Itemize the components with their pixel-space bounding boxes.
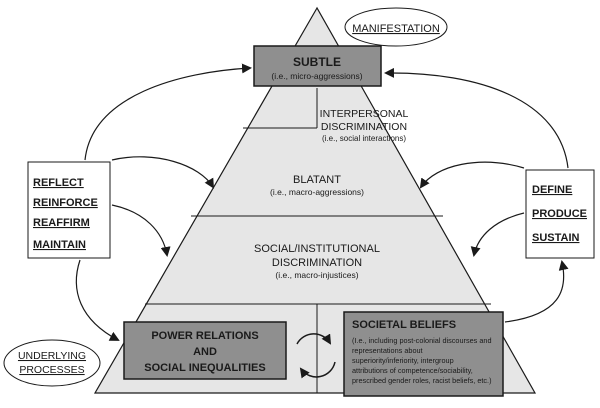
interpersonal-subtitle: (i.e., social interactions) [322,134,406,143]
left-process-item: REINFORCE [33,197,98,209]
societal-beliefs-text: representations about [352,346,423,355]
arrow-right-to-subtle [384,67,569,169]
arrow-right-to-social [470,212,525,257]
blatant-title: BLATANT [293,174,341,186]
subtle-box [253,45,382,87]
societal-beliefs-box [343,311,504,397]
power-relations-label: POWER RELATIONS [151,330,258,342]
underlying-processes-label: PROCESSES [19,364,84,376]
societal-beliefs-text: attributions of competence/sociability, [352,366,473,375]
manifestation-label: MANIFESTATION [352,23,440,35]
arrow-right-to-blatant [419,161,525,189]
arrow-left-to-power [75,259,120,341]
left-process-item: REFLECT [33,177,84,189]
underlying-processes-label: UNDERLYING [18,350,86,362]
right-process-item: DEFINE [532,184,572,196]
social-label: SOCIAL/INSTITUTIONAL [254,243,380,255]
blatant-subtitle: (i.e., macro-aggressions) [270,187,364,197]
interpersonal-label: INTERPERSONAL [320,108,409,120]
left-process-item: REAFFIRM [33,217,90,229]
underlying-processes-ellipse [3,339,101,387]
manifestation-ellipse [344,7,448,47]
societal-beliefs-title: SOCIETAL BELIEFS [352,319,456,331]
arrow-left-to-subtle [84,63,252,161]
right-process-item: PRODUCE [532,208,587,220]
power-relations-box [123,321,287,380]
interpersonal-label: DISCRIMINATION [321,121,407,133]
societal-beliefs-text: prescribed gender roles, racist beliefs,… [352,376,492,385]
right-process-item: SUSTAIN [532,232,580,244]
arrow-left-to-blatant [111,156,215,189]
cycle-arrow-icon [299,361,336,379]
arrow-beliefs-to-right [504,260,569,323]
societal-beliefs-text: (I.e., including post-colonial discourse… [352,336,492,345]
power-relations-label: AND [193,346,217,358]
subtle-subtitle: (i.e., micro-aggressions) [271,71,362,81]
left-process-item: MAINTAIN [33,239,86,251]
left-process-box [27,161,111,259]
social-label: DISCRIMINATION [272,257,362,269]
arrow-left-to-social [111,204,171,257]
cycle-arrow-icon [296,333,332,345]
right-process-box [525,169,595,259]
subtle-title: SUBTLE [293,55,341,69]
social-subtitle: (i.e., macro-injustices) [275,270,358,280]
power-relations-label: SOCIAL INEQUALITIES [144,362,265,374]
societal-beliefs-text: superiority/inferiority, intergroup [352,356,454,365]
pyramid-shape [93,6,537,394]
